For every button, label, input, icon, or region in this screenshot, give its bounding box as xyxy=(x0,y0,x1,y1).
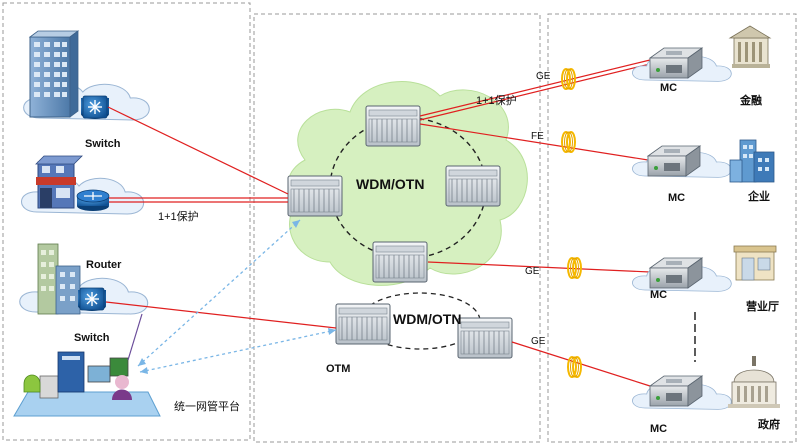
government-icon xyxy=(728,356,780,408)
mc-4-label: MC xyxy=(650,423,667,435)
fe-label: FE xyxy=(531,131,544,142)
link-switch-bottom-to-otm xyxy=(105,301,337,329)
mc-1-label: MC xyxy=(660,82,677,94)
link-subring-to-gov xyxy=(511,341,651,387)
protection-right-label: 1+1保护 xyxy=(476,93,517,107)
otm-node xyxy=(335,303,391,345)
ring-node-left xyxy=(287,175,343,217)
site-3-label: 营业厅 xyxy=(746,299,779,313)
finance-building-icon xyxy=(23,30,150,121)
router-protection-label: 1+1保护 xyxy=(158,209,199,223)
mgmt-link-to-ring xyxy=(137,219,301,367)
switch-bottom-icon xyxy=(77,287,107,312)
shop-building-icon xyxy=(20,155,145,215)
mc-2-label: MC xyxy=(668,192,685,204)
site-1-label: 金融 xyxy=(739,93,762,107)
mc-4-device xyxy=(632,375,732,410)
ge-2-label: GE xyxy=(525,266,540,277)
link-ring-to-finance xyxy=(419,59,651,121)
ring-node-top xyxy=(365,105,421,147)
mc-2-device xyxy=(632,145,732,178)
finance-icon xyxy=(728,25,772,68)
enterprise-icon xyxy=(729,139,775,183)
right-panel xyxy=(547,13,797,443)
ring-bottom-label: WDM/OTN xyxy=(393,311,461,327)
nms-uplink xyxy=(127,313,143,361)
ring-node-right xyxy=(445,165,501,207)
mc-3-label: MC xyxy=(650,289,667,301)
ring-node-bottom xyxy=(372,241,428,283)
link-ring-to-enterprise xyxy=(419,123,649,161)
link-router-to-ring-protected xyxy=(109,197,288,203)
link-ring-to-hall xyxy=(427,257,651,279)
mc-1-device xyxy=(632,47,732,82)
nms-label: 统一网管平台 xyxy=(174,399,240,413)
hall-icon xyxy=(733,245,777,281)
site-4-label: 政府 xyxy=(758,417,780,431)
sub-ring-node-right xyxy=(457,317,513,359)
switch-top-icon xyxy=(80,95,110,120)
ring-cloud xyxy=(288,80,528,286)
switch-top-label: Switch xyxy=(85,138,121,150)
site-2-label: 企业 xyxy=(747,189,770,203)
ge-3-label: GE xyxy=(531,336,546,347)
ge-1-label: GE xyxy=(536,71,551,82)
left-panel xyxy=(2,2,251,441)
middle-panel xyxy=(253,13,541,443)
router-building-icon xyxy=(19,243,149,315)
switch-bottom-label: Switch xyxy=(74,332,110,344)
nms-platform-icon xyxy=(13,351,161,417)
router-icon-left xyxy=(76,189,110,211)
ring-top-label: WDM/OTN xyxy=(356,176,424,192)
mc-3-device xyxy=(632,257,732,292)
otm-label: OTM xyxy=(326,363,350,375)
router-label: Router xyxy=(86,259,122,271)
link-switch-top-to-ring xyxy=(107,106,289,195)
mgmt-link-to-otm xyxy=(139,328,337,374)
